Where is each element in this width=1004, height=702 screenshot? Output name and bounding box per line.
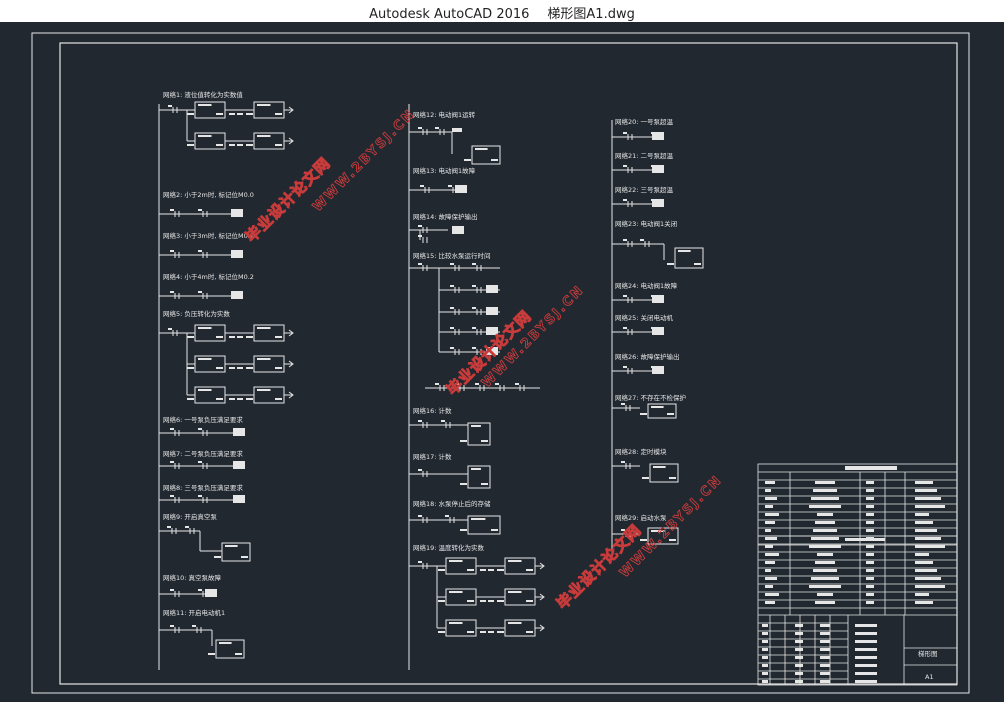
network-label: 网络3: 小于3m时, 标记位M0.1 xyxy=(163,231,254,240)
drawing-svg: 网络1: 液位值转化为实数值 网络2: 小于2m时, 标记位M0.0 网络3: … xyxy=(31,32,970,694)
network-label: 网络13: 电动阀1故障 xyxy=(413,166,476,175)
network-label: 网络20: 一号泵超温 xyxy=(615,117,674,126)
network-label: 网络16: 计数 xyxy=(413,406,452,415)
network-label: 网络6: 一号泵负压满足要求 xyxy=(163,415,243,424)
network-label: 网络12: 电动阀1运转 xyxy=(413,110,476,119)
network-label: 网络23: 电动阀1关闭 xyxy=(615,219,677,228)
title-block xyxy=(757,463,958,686)
drawing-frame xyxy=(31,32,970,694)
network-label: 网络19: 温度转化为实数 xyxy=(413,543,485,552)
drawing-canvas[interactable]: 网络1: 液位值转化为实数值 网络2: 小于2m时, 标记位M0.0 网络3: … xyxy=(0,22,1004,702)
window-titlebar: Autodesk AutoCAD 2016 梯形图A1.dwg xyxy=(0,0,1004,22)
network-label: 网络4: 小于4m时, 标记位M0.2 xyxy=(163,272,254,281)
network-label: 网络29: 启动水泵 xyxy=(615,513,667,522)
network-label: 网络24: 电动阀1故障 xyxy=(615,281,678,290)
network-label: 网络15: 比较水泵运行时间 xyxy=(413,251,491,260)
network-label: 网络18: 水泵停止后的存储 xyxy=(413,499,491,508)
network-label: 网络9: 开启真空泵 xyxy=(163,512,217,521)
title-block-drawing-name: 梯形图 xyxy=(918,649,938,658)
app-name: Autodesk AutoCAD 2016 xyxy=(369,7,530,22)
network-label: 网络5: 负压转化为实数 xyxy=(163,309,230,318)
network-label: 网络17: 计数 xyxy=(413,452,452,461)
network-label: 网络11: 开启电动机1 xyxy=(163,608,225,617)
power-rails xyxy=(158,104,613,670)
network-label: 网络2: 小于2m时, 标记位M0.0 xyxy=(163,190,254,199)
network-label: 网络25: 关闭电动机 xyxy=(615,313,674,322)
network-label: 网络26: 故障保护输出 xyxy=(615,352,680,361)
window-title: Autodesk AutoCAD 2016 梯形图A1.dwg xyxy=(0,3,1004,22)
network-label: 网络1: 液位值转化为实数值 xyxy=(163,90,243,99)
network-label: 网络7: 二号泵负压满足要求 xyxy=(163,449,243,458)
ladder-rungs xyxy=(159,101,704,659)
file-name: 梯形图A1.dwg xyxy=(547,7,635,22)
title-block-sheet: A1 xyxy=(925,673,934,681)
network-label: 网络22: 三号泵超温 xyxy=(615,185,674,194)
network-label: 网络8: 三号泵负压满足要求 xyxy=(163,483,243,492)
network-label: 网络27: 不存在不检保护 xyxy=(615,393,686,402)
network-label: 网络10: 真空泵故障 xyxy=(163,573,222,582)
network-label: 网络21: 二号泵超温 xyxy=(615,151,674,160)
network-label: 网络14: 故障保护输出 xyxy=(413,212,478,221)
network-label: 网络28: 定时模块 xyxy=(615,447,667,456)
